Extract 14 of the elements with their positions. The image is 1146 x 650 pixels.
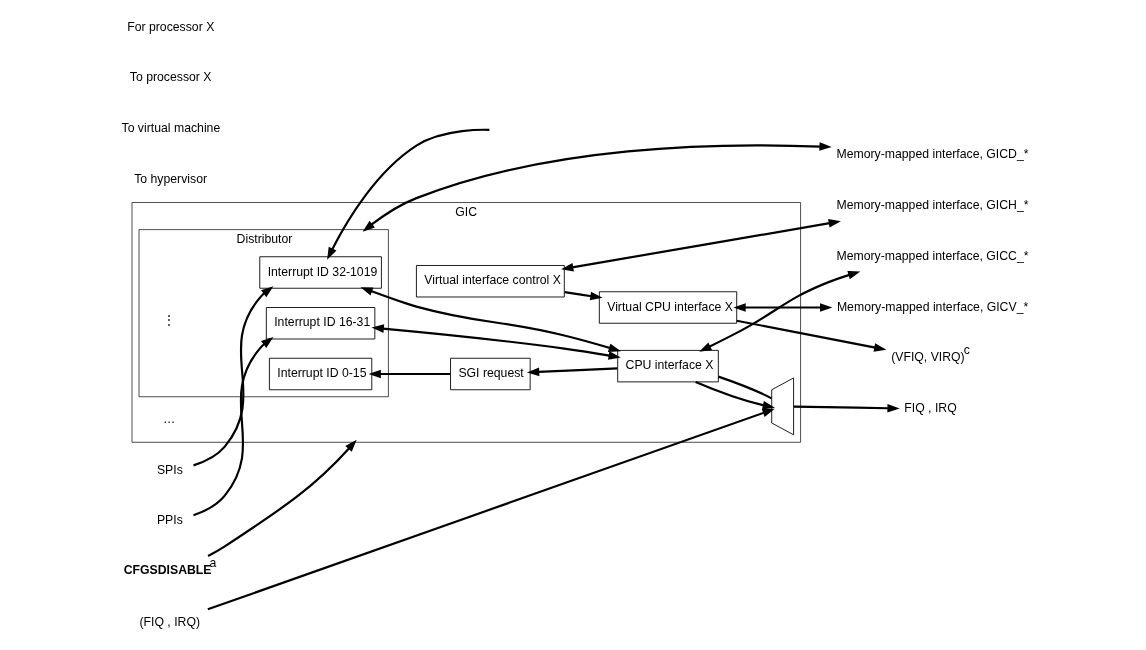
label: To processor X — [129, 70, 212, 85]
node-text: Memory-mapped interface, GICH_* — [835, 198, 1028, 213]
label: To virtual machine — [121, 121, 220, 136]
label: To hypervisor — [133, 171, 207, 186]
node-text: (FIQ , IRQ) — [138, 614, 200, 629]
label: For processor X — [126, 19, 214, 34]
node-text: SPIs — [156, 462, 183, 477]
label: … — [162, 411, 175, 426]
node-text: FIQ , IRQ — [903, 401, 957, 416]
node-text: Memory-mapped interface, GICC_* — [835, 248, 1028, 263]
node-text: PPIs — [156, 513, 183, 528]
node-text: Memory-mapped interface, GICV_* — [836, 299, 1028, 314]
node-text: Memory-mapped interface, GICD_* — [835, 147, 1028, 162]
label: ⋮ — [162, 312, 175, 327]
